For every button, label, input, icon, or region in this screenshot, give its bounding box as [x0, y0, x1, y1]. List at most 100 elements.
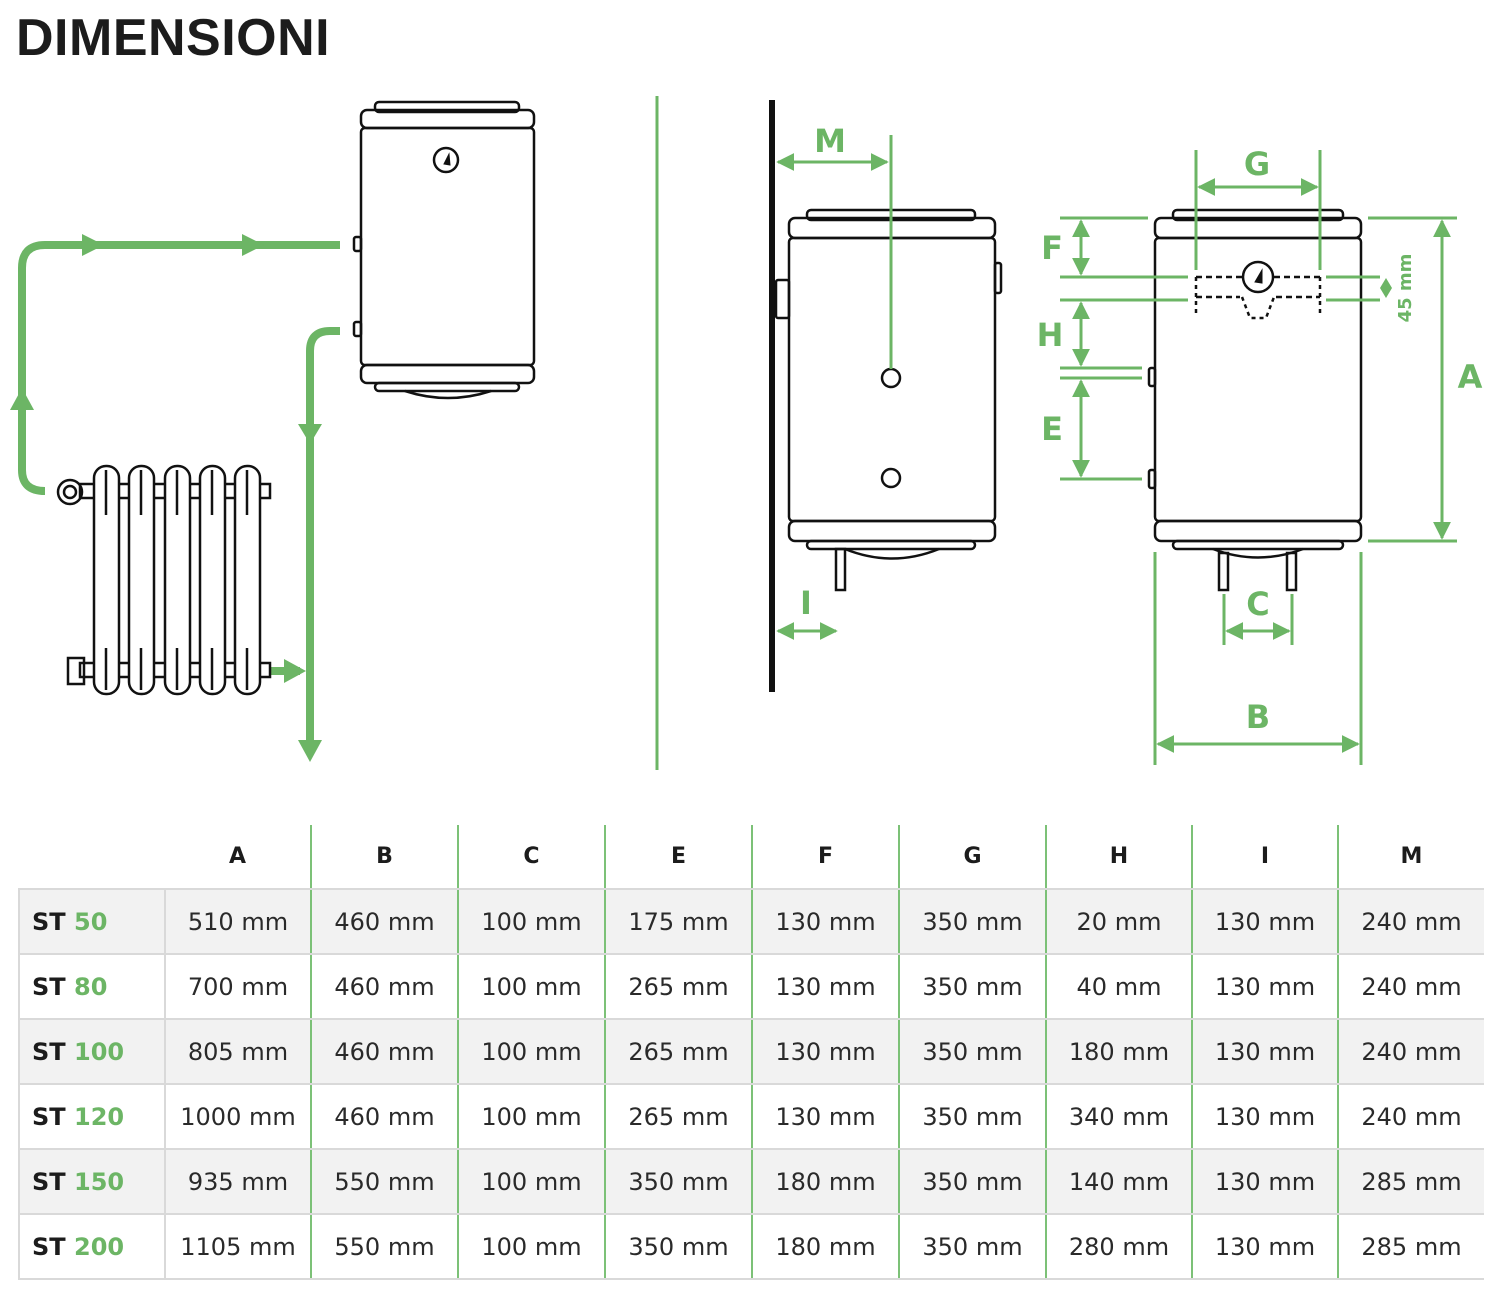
- dimension-cell-f: 130 mm: [751, 1084, 899, 1150]
- dimension-cell-a: 805 mm: [164, 1019, 311, 1085]
- dimension-lines-front: [1060, 150, 1457, 765]
- dimension-cell-g: 350 mm: [898, 1019, 1046, 1085]
- dimension-cell-e: 265 mm: [604, 954, 752, 1020]
- dimension-cell-i: 130 mm: [1191, 1149, 1338, 1215]
- model-cell: ST 100: [18, 1019, 166, 1085]
- model-prefix: ST: [32, 1102, 66, 1131]
- table-header-row: A B C E F G H I M: [19, 825, 1484, 890]
- dim-label-m: M: [814, 122, 846, 160]
- dimension-lines-side: [776, 135, 893, 640]
- model-cell: ST 80: [18, 954, 166, 1020]
- dimension-cell-c: 100 mm: [457, 954, 605, 1020]
- dimension-cell-i: 130 mm: [1191, 954, 1338, 1020]
- installation-scheme: [10, 100, 536, 762]
- dimension-cell-a: 510 mm: [164, 889, 311, 955]
- dimension-cell-g: 350 mm: [898, 889, 1046, 955]
- dimension-cell-c: 100 mm: [457, 1214, 605, 1280]
- dimension-cell-m: 240 mm: [1337, 1019, 1484, 1085]
- model-number: 120: [74, 1102, 125, 1131]
- dimension-cell-e: 265 mm: [604, 1019, 752, 1085]
- model-cell: ST 150: [18, 1149, 166, 1215]
- dimension-cell-h: 140 mm: [1045, 1149, 1192, 1215]
- dimension-cell-m: 240 mm: [1337, 1084, 1484, 1150]
- dimension-cell-g: 350 mm: [898, 1149, 1046, 1215]
- model-prefix: ST: [32, 972, 66, 1001]
- dimension-cell-c: 100 mm: [457, 1019, 605, 1085]
- boiler-tank-icon: [352, 100, 536, 400]
- dimension-cell-m: 285 mm: [1337, 1214, 1484, 1280]
- model-number: 150: [74, 1167, 125, 1196]
- dimension-cell-b: 460 mm: [310, 954, 458, 1020]
- dimension-diagram: M I: [10, 96, 1483, 770]
- dimension-cell-e: 175 mm: [604, 889, 752, 955]
- column-header: M: [1337, 825, 1484, 890]
- boiler-side-icon: [774, 208, 1003, 592]
- column-header: I: [1191, 825, 1338, 890]
- dimension-cell-b: 460 mm: [310, 889, 458, 955]
- model-cell: ST 200: [18, 1214, 166, 1280]
- dimension-cell-m: 285 mm: [1337, 1149, 1484, 1215]
- model-prefix: ST: [32, 1037, 66, 1066]
- side-view: M I: [769, 100, 1003, 692]
- column-header: H: [1045, 825, 1192, 890]
- dimension-cell-f: 130 mm: [751, 954, 899, 1020]
- table-header-model: [19, 825, 165, 890]
- dimension-cell-m: 240 mm: [1337, 954, 1484, 1020]
- model-prefix: ST: [32, 907, 66, 936]
- dimension-cell-e: 265 mm: [604, 1084, 752, 1150]
- column-header: G: [898, 825, 1046, 890]
- dimension-cell-b: 550 mm: [310, 1214, 458, 1280]
- dimension-cell-h: 20 mm: [1045, 889, 1192, 955]
- dim-label-e: E: [1041, 410, 1063, 448]
- diamond-marker-icon: [1380, 278, 1392, 298]
- dimension-cell-h: 340 mm: [1045, 1084, 1192, 1150]
- model-prefix: ST: [32, 1232, 66, 1261]
- dimension-cell-b: 460 mm: [310, 1084, 458, 1150]
- model-cell: ST 50: [18, 889, 166, 955]
- dimension-cell-h: 40 mm: [1045, 954, 1192, 1020]
- radiator-icon: [56, 464, 272, 696]
- dimension-cell-a: 1105 mm: [164, 1214, 311, 1280]
- dim-label-h: H: [1037, 316, 1064, 354]
- dimension-cell-f: 130 mm: [751, 1019, 899, 1085]
- dimension-cell-i: 130 mm: [1191, 1019, 1338, 1085]
- dim-label-i: I: [800, 584, 812, 622]
- flow-arrows-icon: [10, 234, 322, 762]
- dimension-cell-f: 180 mm: [751, 1149, 899, 1215]
- dim-label-b: B: [1246, 698, 1270, 736]
- dimension-cell-h: 280 mm: [1045, 1214, 1192, 1280]
- front-view: G F H E A C B 45 mm: [1037, 145, 1483, 765]
- dim-label-f: F: [1041, 229, 1063, 267]
- page-title: DIMENSIONI: [16, 9, 331, 67]
- dimension-cell-c: 100 mm: [457, 1149, 605, 1215]
- dimension-cell-e: 350 mm: [604, 1214, 752, 1280]
- model-number: 50: [74, 907, 108, 936]
- dimension-cell-m: 240 mm: [1337, 889, 1484, 955]
- dimension-cell-c: 100 mm: [457, 889, 605, 955]
- model-number: 200: [74, 1232, 125, 1261]
- model-cell: ST 120: [18, 1084, 166, 1150]
- column-header: C: [457, 825, 605, 890]
- dimension-cell-a: 935 mm: [164, 1149, 311, 1215]
- model-prefix: ST: [32, 1167, 66, 1196]
- dimension-cell-i: 130 mm: [1191, 1084, 1338, 1150]
- dimension-cell-a: 1000 mm: [164, 1084, 311, 1150]
- dimension-cell-f: 130 mm: [751, 889, 899, 955]
- dimension-cell-i: 130 mm: [1191, 889, 1338, 955]
- dimension-cell-g: 350 mm: [898, 1214, 1046, 1280]
- dimension-cell-b: 550 mm: [310, 1149, 458, 1215]
- column-header: A: [165, 825, 311, 890]
- dim-label-45mm: 45 mm: [1395, 254, 1416, 323]
- dimension-cell-e: 350 mm: [604, 1149, 752, 1215]
- dim-label-c: C: [1246, 585, 1269, 623]
- model-number: 80: [74, 972, 108, 1001]
- dimension-cell-g: 350 mm: [898, 1084, 1046, 1150]
- boiler-front-icon: [1147, 208, 1363, 592]
